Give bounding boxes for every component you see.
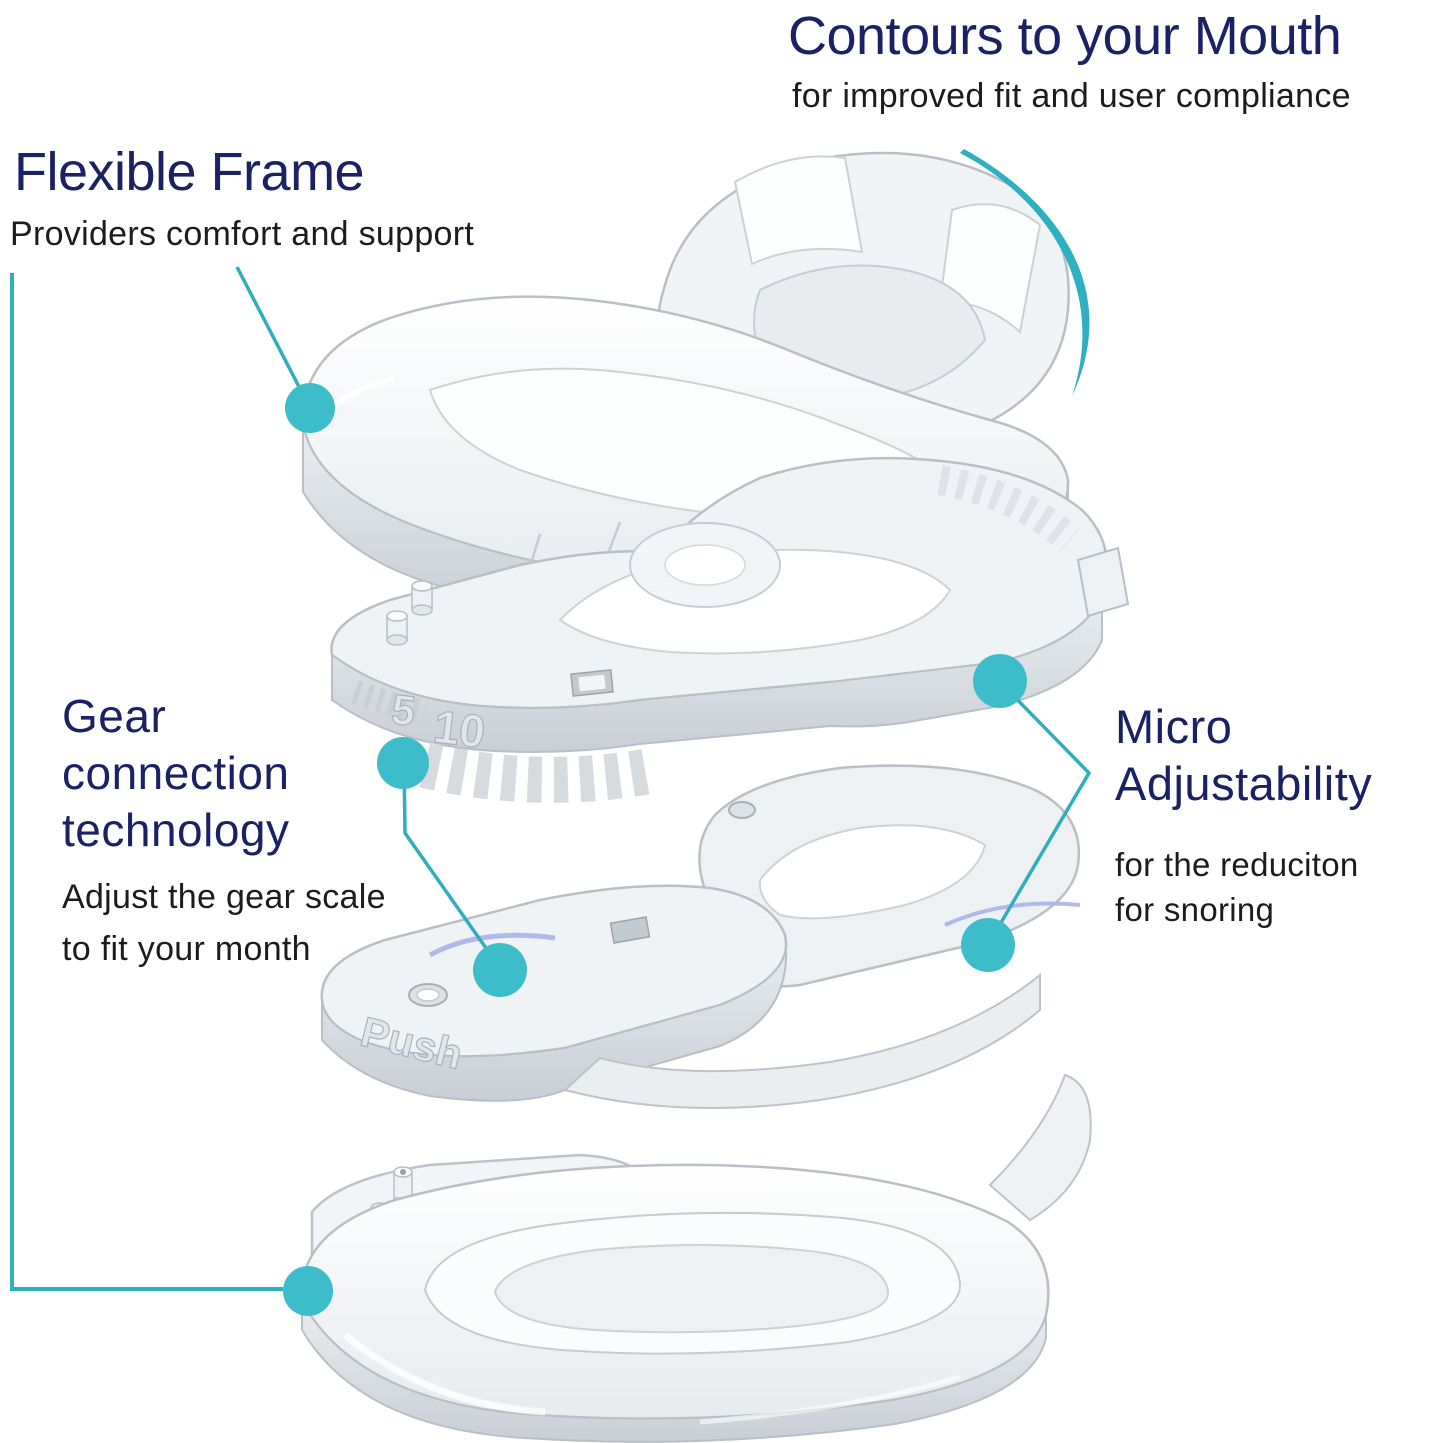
gear-subtitle-line-2: to fit your month <box>62 930 311 968</box>
micro-title-line-1: Micro <box>1115 700 1233 753</box>
callout-dot-flexible-bottom <box>283 1266 333 1316</box>
scale-number-10: 10 <box>431 700 488 758</box>
gear-title-line-1: Gear <box>62 690 167 742</box>
blue-accent-line-left <box>428 932 556 958</box>
micro-leader-line <box>987 680 1092 944</box>
adjustment-pins <box>386 580 433 646</box>
flexible-frame-subtitle: Providers comfort and support <box>10 215 475 253</box>
callout-dot-micro-lower <box>961 918 1015 972</box>
gear-connection-callout: Gear connection technology Adjust the ge… <box>62 688 386 975</box>
micro-subtitle-line-2: for snoring <box>1115 891 1275 928</box>
contours-title: Contours to your Mouth <box>788 6 1342 66</box>
gear-title-line-2: connection <box>62 747 290 799</box>
micro-adjustability-callout: Micro Adjustability for the reduciton fo… <box>1115 698 1372 932</box>
callout-dot-gear-upper <box>377 737 429 789</box>
flexible-frame-callout: Flexible Frame Providers comfort and sup… <box>10 142 474 256</box>
callout-overlays <box>10 149 1092 1316</box>
micro-title-line-2: Adjustability <box>1115 757 1373 810</box>
callout-dot-gear-lower <box>473 943 527 997</box>
flexible-frame-leader-line <box>235 266 312 409</box>
micro-subtitle-line-1: for the reduciton <box>1115 846 1359 883</box>
callout-dot-flexible-top <box>285 383 335 433</box>
emphasis-arc <box>960 149 1090 396</box>
gear-title-line-3: technology <box>62 804 290 856</box>
lower-tray-layer <box>300 1073 1092 1443</box>
callout-dot-micro-upper <box>973 654 1027 708</box>
contours-subtitle: for improved fit and user compliance <box>792 77 1351 115</box>
flexible-frame-title: Flexible Frame <box>14 142 365 202</box>
ruler-plate-layer: 5 10 <box>330 456 1130 803</box>
contours-callout: Contours to your Mouth for improved fit … <box>788 6 1351 118</box>
ruler-teeth <box>419 742 660 803</box>
flexible-frame-left-leader-line <box>10 273 283 1291</box>
gear-subtitle-line-1: Adjust the gear scale <box>62 878 386 916</box>
